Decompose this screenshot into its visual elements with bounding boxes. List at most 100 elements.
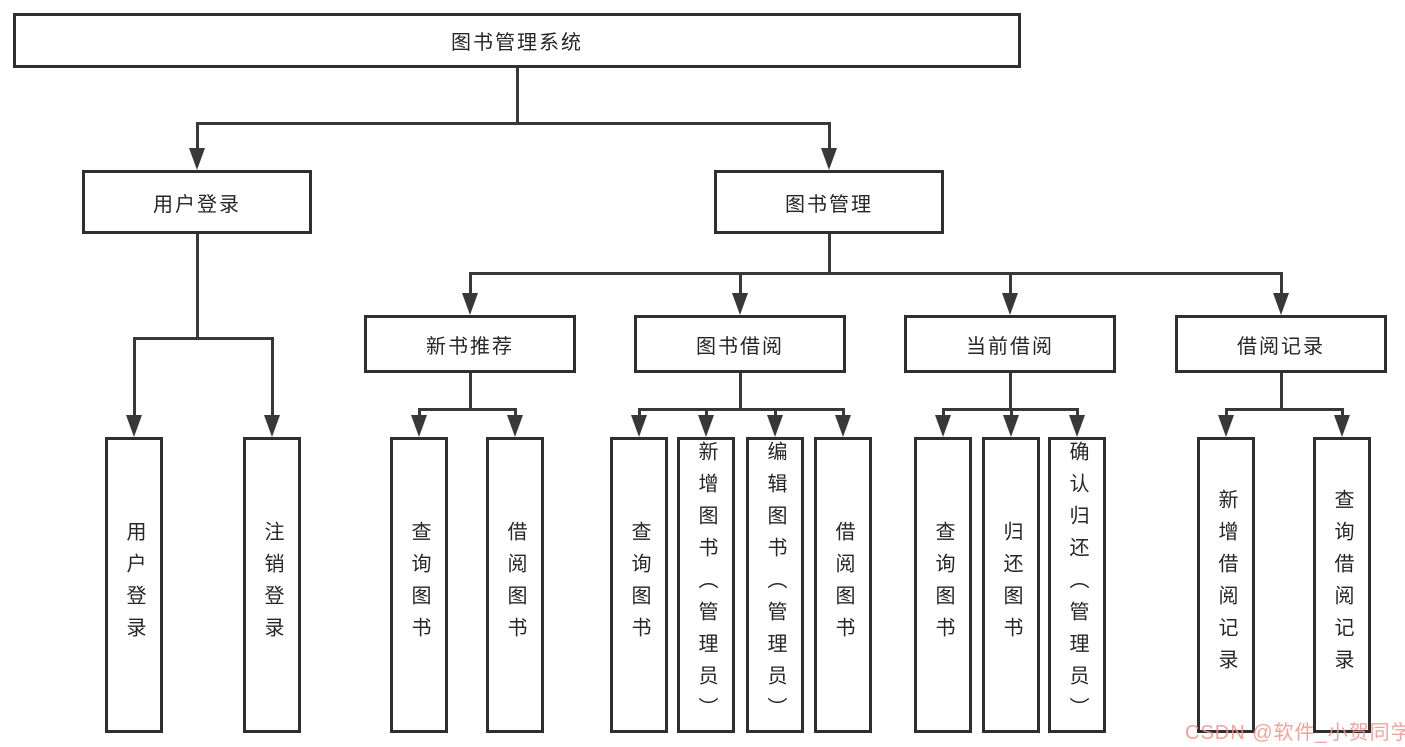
arrow-down-icon xyxy=(126,337,142,437)
arrow-down-icon xyxy=(1002,272,1018,315)
arrow-down-icon xyxy=(698,408,714,437)
leaf-edit-books-admin: 编辑图书（管理员） xyxy=(746,437,804,733)
arrow-shaft xyxy=(1224,408,1228,419)
connector-line xyxy=(468,373,472,411)
arrow-shaft xyxy=(132,337,136,419)
arrow-shaft xyxy=(195,122,199,152)
arrow-shaft xyxy=(941,408,945,419)
arrow-head xyxy=(835,415,851,437)
leaf-label: 借阅图书 xyxy=(504,521,526,649)
leaf-label: 借阅图书 xyxy=(832,521,854,649)
leaf-label: 查询图书 xyxy=(408,521,430,649)
arrow-down-icon xyxy=(1218,408,1234,437)
leaf-label: 确认归还（管理员） xyxy=(1066,441,1088,729)
arrow-shaft xyxy=(738,272,742,297)
arrow-shaft xyxy=(1075,408,1079,419)
arrow-down-icon xyxy=(835,408,851,437)
arrow-down-icon xyxy=(1069,408,1085,437)
arrow-shaft xyxy=(827,122,831,152)
leaf-logout: 注销登录 xyxy=(243,437,301,733)
connector-line xyxy=(827,234,831,275)
arrow-head xyxy=(631,415,647,437)
arrow-down-icon xyxy=(507,408,523,437)
leaf-label: 查询图书 xyxy=(628,521,650,649)
connector-line xyxy=(468,272,1283,275)
connector-line xyxy=(1008,373,1012,411)
arrow-shaft xyxy=(417,408,421,419)
arrow-down-icon xyxy=(462,272,478,315)
leaf-label: 新增借阅记录 xyxy=(1215,489,1237,681)
leaf-query-books-borrow: 查询图书 xyxy=(610,437,668,733)
connector-line xyxy=(132,337,274,340)
arrow-head xyxy=(821,148,837,170)
leaf-query-books-current: 查询图书 xyxy=(914,437,972,733)
node-label: 图书借阅 xyxy=(696,335,784,358)
leaf-query-borrow-record: 查询借阅记录 xyxy=(1313,437,1371,733)
arrow-head xyxy=(935,415,951,437)
arrow-head xyxy=(1218,415,1234,437)
leaf-borrow-books: 借阅图书 xyxy=(814,437,872,733)
arrow-head xyxy=(462,293,478,315)
leaf-label: 新增图书（管理员） xyxy=(695,441,717,729)
arrow-shaft xyxy=(1279,272,1283,297)
node-label: 新书推荐 xyxy=(426,335,514,358)
arrow-down-icon xyxy=(1334,408,1350,437)
arrow-shaft xyxy=(468,272,472,297)
arrow-shaft xyxy=(1340,408,1344,419)
node-label: 借阅记录 xyxy=(1237,335,1325,358)
node-root: 图书管理系统 xyxy=(13,13,1021,68)
arrow-down-icon xyxy=(189,122,205,170)
arrow-shaft xyxy=(1008,272,1012,297)
leaf-add-books-admin: 新增图书（管理员） xyxy=(677,437,735,733)
arrow-down-icon xyxy=(935,408,951,437)
connector-line xyxy=(417,408,517,411)
arrow-head xyxy=(698,415,714,437)
arrow-head xyxy=(1334,415,1350,437)
node-book-management: 图书管理 xyxy=(714,170,944,234)
leaf-label: 查询借阅记录 xyxy=(1331,489,1353,681)
arrow-shaft xyxy=(841,408,845,419)
arrow-head xyxy=(1002,293,1018,315)
arrow-head xyxy=(507,415,523,437)
arrow-head xyxy=(732,293,748,315)
leaf-query-books-recommend: 查询图书 xyxy=(390,437,448,733)
arrow-shaft xyxy=(270,337,274,419)
arrow-shaft xyxy=(513,408,517,419)
arrow-head xyxy=(767,415,783,437)
arrow-head xyxy=(126,415,142,437)
arrow-down-icon xyxy=(264,337,280,437)
leaf-confirm-return-admin: 确认归还（管理员） xyxy=(1048,437,1106,733)
leaf-label: 用户登录 xyxy=(123,521,145,649)
arrow-head xyxy=(1003,415,1019,437)
leaf-label: 归还图书 xyxy=(1000,521,1022,649)
arrow-down-icon xyxy=(732,272,748,315)
node-new-book-recommend: 新书推荐 xyxy=(364,315,576,373)
node-label: 用户登录 xyxy=(153,193,241,216)
connector-line xyxy=(515,68,519,125)
leaf-return-books: 归还图书 xyxy=(982,437,1040,733)
csdn-watermark: CSDN @软件_小贺同学 xyxy=(1185,722,1405,744)
arrow-down-icon xyxy=(1003,408,1019,437)
arrow-down-icon xyxy=(631,408,647,437)
leaf-borrow-books-recommend: 借阅图书 xyxy=(486,437,544,733)
node-book-borrow: 图书借阅 xyxy=(634,315,846,373)
node-current-borrow: 当前借阅 xyxy=(904,315,1116,373)
connector-line xyxy=(195,234,199,340)
arrow-head xyxy=(264,415,280,437)
node-label: 图书管理 xyxy=(785,193,873,216)
leaf-label: 编辑图书（管理员） xyxy=(764,441,786,729)
arrow-down-icon xyxy=(821,122,837,170)
leaf-label: 查询图书 xyxy=(932,521,954,649)
arrow-down-icon xyxy=(1273,272,1289,315)
node-root-label: 图书管理系统 xyxy=(451,32,583,54)
leaf-add-borrow-record: 新增借阅记录 xyxy=(1197,437,1255,733)
connector-line xyxy=(1224,408,1344,411)
connector-line xyxy=(195,122,831,125)
node-borrow-records: 借阅记录 xyxy=(1175,315,1387,373)
connector-line xyxy=(1279,373,1283,411)
arrow-head xyxy=(411,415,427,437)
arrow-shaft xyxy=(1009,408,1013,419)
arrow-shaft xyxy=(637,408,641,419)
arrow-head xyxy=(1069,415,1085,437)
